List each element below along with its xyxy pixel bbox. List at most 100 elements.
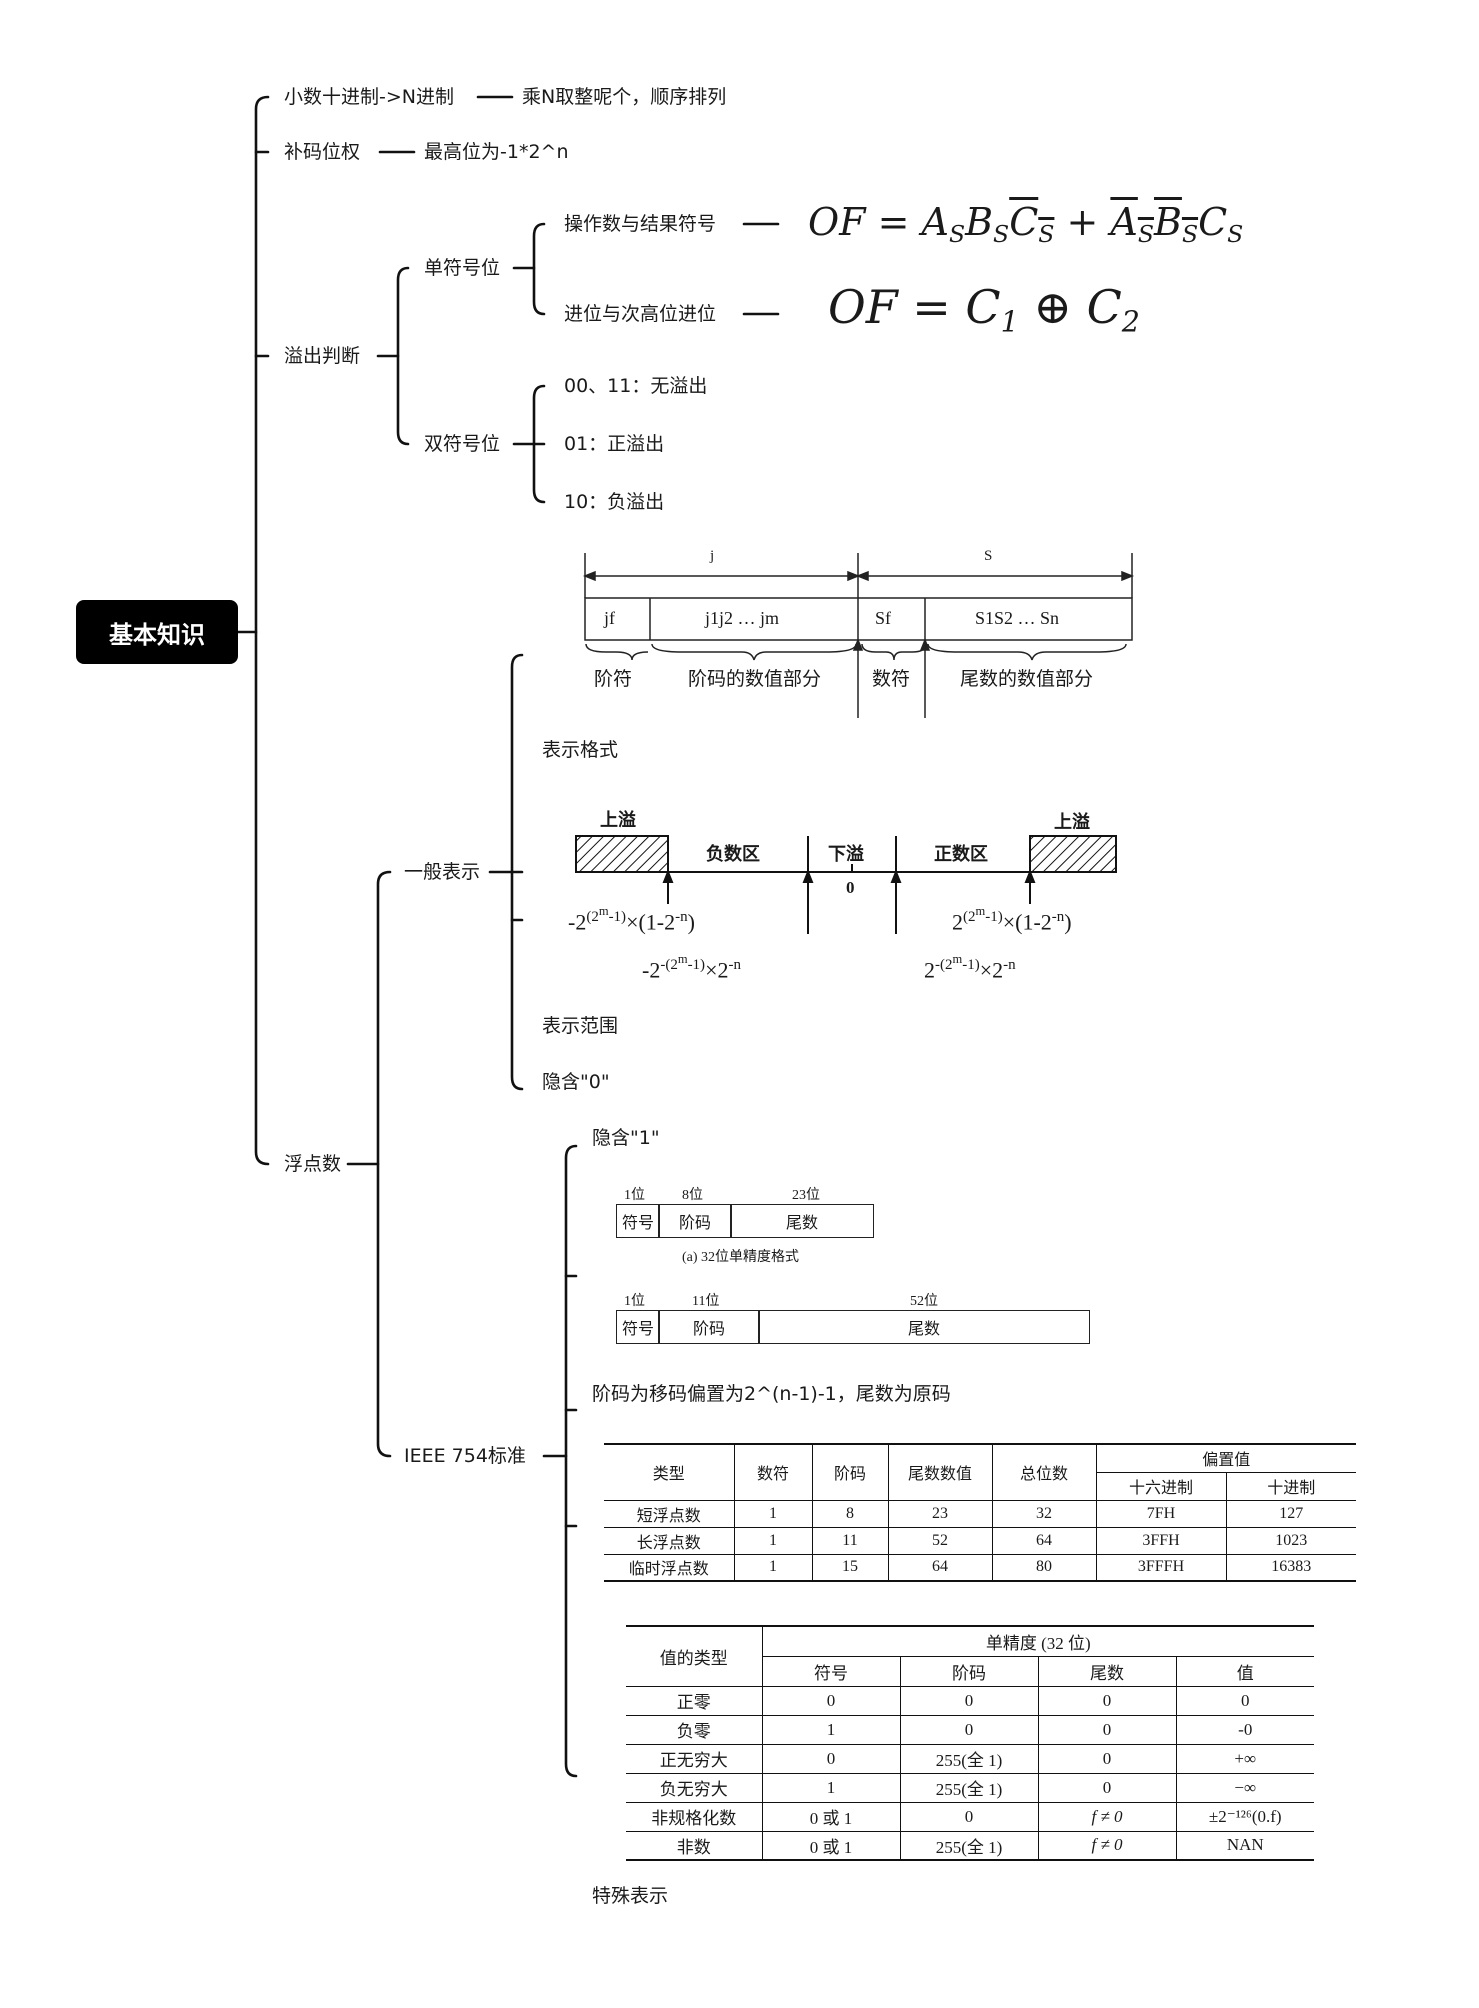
node-overflow[interactable]: 溢出判断	[284, 345, 361, 367]
node-ieee754[interactable]: IEEE 754标准	[404, 1445, 526, 1467]
table-cell: 127	[1226, 1500, 1356, 1528]
fmt32-field: 尾数	[730, 1204, 874, 1238]
fmt32-bit: 23位	[792, 1188, 820, 1203]
fmt32-field: 符号	[616, 1204, 660, 1238]
range-overflow-left: 上溢	[600, 810, 636, 830]
table-cell: 0 或 1	[762, 1831, 901, 1860]
table-cell: 32	[992, 1500, 1097, 1528]
table-cell: 0	[1038, 1773, 1177, 1803]
table-cell: 长浮点数	[604, 1527, 735, 1555]
node-double-item[interactable]: 00、11：无溢出	[564, 375, 708, 397]
table-cell: 1023	[1226, 1527, 1356, 1555]
format-label-j: j	[710, 548, 715, 564]
table-cell: 0	[1038, 1715, 1177, 1745]
th-hex: 十六进制	[1096, 1472, 1227, 1501]
table-cell: 1	[734, 1554, 813, 1581]
node-general-representation[interactable]: 一般表示	[404, 861, 481, 883]
table-cell: 1	[734, 1500, 813, 1528]
fmt64-field: 符号	[616, 1310, 660, 1344]
table-row: 非数 0 或 1 255(全 1) f ≠ 0 NAN	[626, 1831, 1314, 1860]
table-cell: 64	[888, 1554, 993, 1581]
node-complement-weight[interactable]: 补码位权	[284, 141, 361, 163]
range-overflow-right: 上溢	[1054, 812, 1090, 832]
table-cell: 0	[900, 1686, 1039, 1716]
node-double-item[interactable]: 10：负溢出	[564, 491, 665, 513]
table-cell: −∞	[1176, 1773, 1314, 1803]
table-cell: 16383	[1271, 1558, 1312, 1576]
th-exponent: 阶码	[812, 1444, 889, 1501]
formula-of-sign: OF = ASBSCS + ASBSCS	[808, 200, 1244, 249]
range-min-positive: 2-(2m-1)×2-n	[924, 952, 1016, 983]
table-cell: 1	[734, 1527, 813, 1555]
table-cell: 8	[812, 1500, 889, 1528]
th-dec: 十进制	[1226, 1472, 1356, 1501]
table-cell: 3FFFH	[1096, 1554, 1227, 1581]
formula-of-carry: OF = C1 ⊕ C2	[828, 280, 1140, 339]
node-hidden-zero[interactable]: 隐含"0"	[542, 1071, 610, 1093]
format-bottom-label: 尾数的数值部分	[960, 669, 1094, 690]
node-hidden-one[interactable]: 隐含"1"	[592, 1127, 660, 1149]
table-cell: 11	[812, 1527, 889, 1555]
node-double-item[interactable]: 01：正溢出	[564, 433, 665, 455]
float-types-table: 类型 数符 阶码 尾数数值 总位数 偏置值 十六进制 十进制 短浮点数 1 8 …	[604, 1443, 1356, 1582]
table-row: 长浮点数 1 11 52 64 3FFH 1023	[604, 1527, 1356, 1555]
table-cell: 255(全 1)	[900, 1831, 1039, 1860]
fmt32-caption: (a) 32位单精度格式	[682, 1250, 800, 1265]
node-complement-weight-rule[interactable]: 最高位为-1*2^n	[424, 141, 569, 163]
table-cell: f ≠ 0	[1038, 1802, 1177, 1832]
fmt32-field: 阶码	[658, 1204, 732, 1238]
table-cell: 临时浮点数	[604, 1554, 735, 1581]
range-max-positive: 2(2m-1)×(1-2-n)	[952, 904, 1072, 935]
node-operand-sign[interactable]: 操作数与结果符号	[564, 213, 717, 235]
table-cell: 23	[888, 1500, 993, 1528]
caption-special: 特殊表示	[592, 1885, 669, 1907]
table-row: 临时浮点数 1 15 64 80 3FFFH 16383	[604, 1554, 1356, 1581]
table-cell: 负无穷大	[626, 1773, 763, 1803]
table-cell: 0 或 1	[762, 1802, 901, 1832]
table-row: 短浮点数 1 8 23 32 7FH 127	[604, 1500, 1356, 1528]
table-cell: 255(全 1)	[900, 1744, 1039, 1774]
root-node[interactable]: 基本知识	[76, 600, 238, 664]
format-cell-s: S1S2 … Sn	[975, 608, 1060, 628]
table-cell: 负零	[626, 1715, 763, 1745]
fmt64-field: 阶码	[658, 1310, 760, 1344]
format-bottom-label: 阶符	[594, 669, 633, 690]
range-underflow: 下溢	[828, 844, 864, 864]
table-cell: f ≠ 0	[1038, 1831, 1177, 1860]
node-single-sign[interactable]: 单符号位	[424, 257, 501, 279]
table-cell: NAN	[1226, 1835, 1264, 1855]
table-cell: 0	[1038, 1744, 1177, 1774]
table-cell: 0	[1176, 1686, 1314, 1716]
table-cell: 0	[1038, 1686, 1177, 1716]
table-cell: 15	[812, 1554, 889, 1581]
table-cell: 255(全 1)	[900, 1773, 1039, 1803]
table-row: 正无穷大 0 255(全 1) 0 +∞	[626, 1744, 1314, 1774]
table-cell: 0	[762, 1744, 901, 1774]
node-bias-note[interactable]: 阶码为移码偏置为2^(n-1)-1，尾数为原码	[592, 1383, 951, 1405]
node-decimal-conversion-rule[interactable]: 乘N取整呢个，顺序排列	[522, 86, 727, 108]
th-type: 类型	[604, 1444, 735, 1501]
node-float[interactable]: 浮点数	[284, 1153, 342, 1175]
th-sign: 数符	[734, 1444, 813, 1501]
fmt64-bit: 1位	[624, 1294, 645, 1309]
fmt64-field: 尾数	[758, 1310, 1090, 1344]
format-cell-sf: Sf	[875, 608, 892, 628]
fmt32-bit: 8位	[682, 1188, 703, 1203]
table-cell: 64	[992, 1527, 1097, 1555]
node-carry[interactable]: 进位与次高位进位	[564, 303, 717, 325]
th-mantissa: 尾数	[1038, 1656, 1177, 1687]
format-bottom-label: 数符	[872, 669, 911, 690]
table-cell: 1	[762, 1773, 901, 1803]
table-row: 非规格化数 0 或 1 0 f ≠ 0 ±2⁻¹²⁶(0.f)	[626, 1802, 1314, 1832]
range-positive: 正数区	[934, 844, 988, 864]
node-double-sign[interactable]: 双符号位	[424, 433, 501, 455]
table-cell: 80	[992, 1554, 1097, 1581]
node-decimal-conversion[interactable]: 小数十进制->N进制	[284, 86, 454, 108]
table-row: 负无穷大 1 255(全 1) 0 −∞	[626, 1773, 1314, 1803]
range-zero: 0	[846, 878, 855, 897]
table-cell: 非规格化数	[626, 1802, 763, 1832]
table-row: 正零 0 0 0 0	[626, 1686, 1314, 1716]
format-label-s: S	[984, 548, 993, 564]
table-row: 负零 1 0 0 -0	[626, 1715, 1314, 1745]
